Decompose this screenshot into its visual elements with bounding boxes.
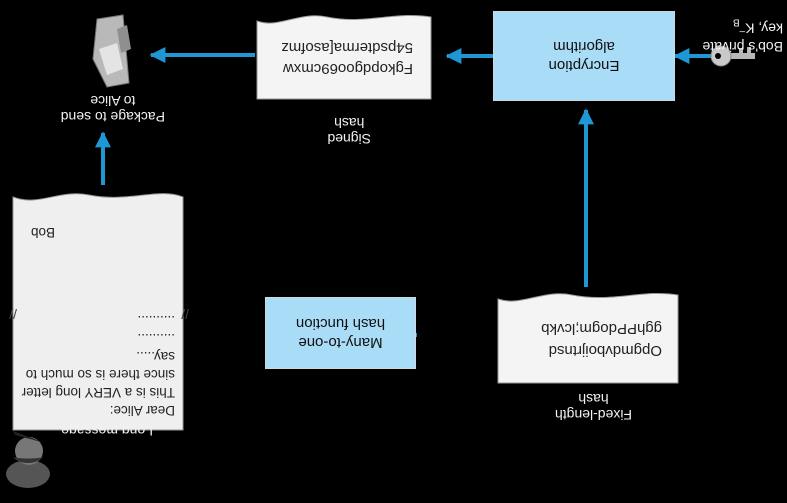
fixed-hash-caption: Fixed-length hash	[555, 391, 632, 423]
encryption-line-1: Encryption	[548, 57, 620, 74]
signed-hash-shape	[256, 14, 432, 100]
message-line-4: say.....	[136, 349, 175, 364]
person-writing-icon	[6, 431, 50, 488]
private-key-symbol: key, K	[745, 20, 783, 37]
message-body: Dear Alice: This is a VERY long letter s…	[13, 311, 175, 419]
signed-hash-caption-line-1: Signed	[327, 131, 371, 147]
hash-function-box: Many-to-one hash function	[265, 297, 416, 369]
private-key-subscript: B	[732, 16, 740, 28]
message-line-1: Dear Alice:	[109, 403, 175, 418]
private-key-superscript: –	[739, 26, 746, 37]
fixed-hash-shape	[497, 292, 679, 384]
signed-hash-value: Fgkopdgoo69cmxw 54psdterma[asofmz	[281, 37, 413, 79]
package-caption: Package to send to Alice	[61, 93, 165, 125]
hash-function-line-2: hash function	[295, 315, 386, 332]
package-caption-line-1: Package to send	[60, 109, 165, 125]
fixed-hash-line-2: gghPPdogm;lcvkb	[541, 320, 662, 337]
break-mark-right: //	[9, 306, 17, 322]
hash-function-line-1: Many-to-one	[298, 334, 383, 351]
message-line-3: since there is so much to	[25, 367, 175, 382]
fixed-hash-value: Opgmdvboijrtnsd gghPPdogm;lcvkb	[541, 317, 662, 361]
break-mark-left: //	[181, 306, 189, 322]
key-icon	[710, 45, 755, 67]
message-line-2: This is a VERY long letter	[21, 385, 175, 400]
long-message-document: // // Dear Alice: This is a VERY long le…	[9, 187, 189, 433]
message-line-5: ..........	[137, 331, 175, 346]
fixed-hash-caption-line-2: hash	[578, 391, 609, 407]
package-caption-line-2: to Alice	[90, 93, 136, 109]
long-message-caption: Long message	[61, 423, 153, 439]
fixed-hash-document: Opgmdvboijrtnsd gghPPdogm;lcvkb	[494, 287, 682, 385]
signed-hash-caption: Signed hash	[327, 115, 371, 147]
signed-hash-caption-line-2: hash	[334, 115, 365, 131]
fixed-hash-line-1: Opgmdvboijrtnsd	[548, 342, 662, 359]
message-line-6: ..........	[137, 313, 175, 328]
document-shape: // //	[9, 193, 189, 431]
private-key-line-2: key, K–B	[703, 14, 783, 39]
package-icon	[92, 14, 131, 88]
private-key-label: Bob's private key, K–B	[703, 14, 784, 55]
encryption-algorithm-box: Encryption algorithm	[493, 11, 675, 101]
signed-hash-line-1: Fgkopdgoo69cmxw	[282, 60, 413, 77]
private-key-line-1: Bob's private	[702, 39, 784, 55]
message-signature-line: Bob	[31, 225, 56, 240]
fixed-hash-caption-line-1: Fixed-length	[554, 407, 632, 423]
signed-hash-line-2: 54psdterma[asofmz	[281, 39, 413, 56]
encryption-line-2: algorithm	[553, 38, 615, 55]
signed-hash-document: Fgkopdgoo69cmxw 54psdterma[asofmz	[253, 9, 435, 101]
